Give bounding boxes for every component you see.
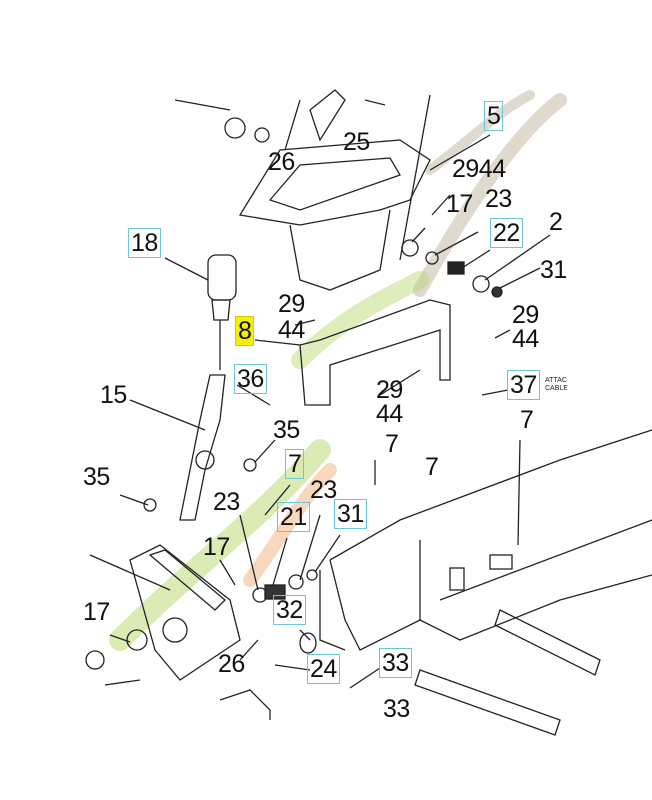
part-label-26: 26 — [268, 148, 295, 176]
part-label-17: 17 — [446, 190, 473, 218]
part-label-37[interactable]: 37 — [507, 370, 540, 400]
part-label-7: 7 — [520, 406, 534, 434]
part-label-23: 23 — [485, 185, 512, 213]
cable-note-line-2: CABLE — [545, 384, 568, 392]
cable-note-line-1: ATTAC — [545, 377, 567, 384]
part-label-21[interactable]: 21 — [277, 502, 310, 532]
part-label-44: 44 — [512, 325, 539, 353]
part-label-15: 15 — [100, 381, 127, 409]
watermark-swooshes — [109, 90, 567, 651]
part-label-7-boxed[interactable]: 7 — [285, 449, 305, 479]
diagram-lines — [85, 89, 652, 736]
part-label-7: 7 — [425, 453, 439, 481]
part-label-2944: 2944 — [452, 155, 506, 183]
part-label-33: 33 — [383, 695, 410, 723]
part-label-33[interactable]: 33 — [379, 648, 412, 678]
part-label-2: 2 — [549, 208, 563, 236]
part-label-31: 31 — [540, 256, 567, 284]
part-label-23: 23 — [213, 488, 240, 516]
part-label-29: 29 — [278, 290, 305, 318]
part-label-35: 35 — [83, 463, 110, 491]
part-label-26: 26 — [218, 650, 245, 678]
part-label-23: 23 — [310, 476, 337, 504]
part-label-32[interactable]: 32 — [273, 595, 306, 625]
part-label-35: 35 — [273, 416, 300, 444]
part-label-8-highlighted[interactable]: 8 — [235, 316, 255, 346]
part-label-29: 29 — [376, 376, 403, 404]
part-label-22[interactable]: 22 — [490, 218, 523, 248]
part-label-17: 17 — [203, 533, 230, 561]
part-label-36[interactable]: 36 — [234, 364, 267, 394]
part-label-44: 44 — [278, 316, 305, 344]
part-label-29: 29 — [512, 301, 539, 329]
part-label-24[interactable]: 24 — [307, 654, 340, 684]
part-label-5[interactable]: 5 — [484, 101, 504, 131]
part-label-7: 7 — [385, 430, 399, 458]
part-label-18[interactable]: 18 — [128, 228, 161, 258]
part-label-44: 44 — [376, 400, 403, 428]
part-label-17: 17 — [83, 598, 110, 626]
part-label-25: 25 — [343, 128, 370, 156]
part-label-31-boxed[interactable]: 31 — [334, 499, 367, 529]
